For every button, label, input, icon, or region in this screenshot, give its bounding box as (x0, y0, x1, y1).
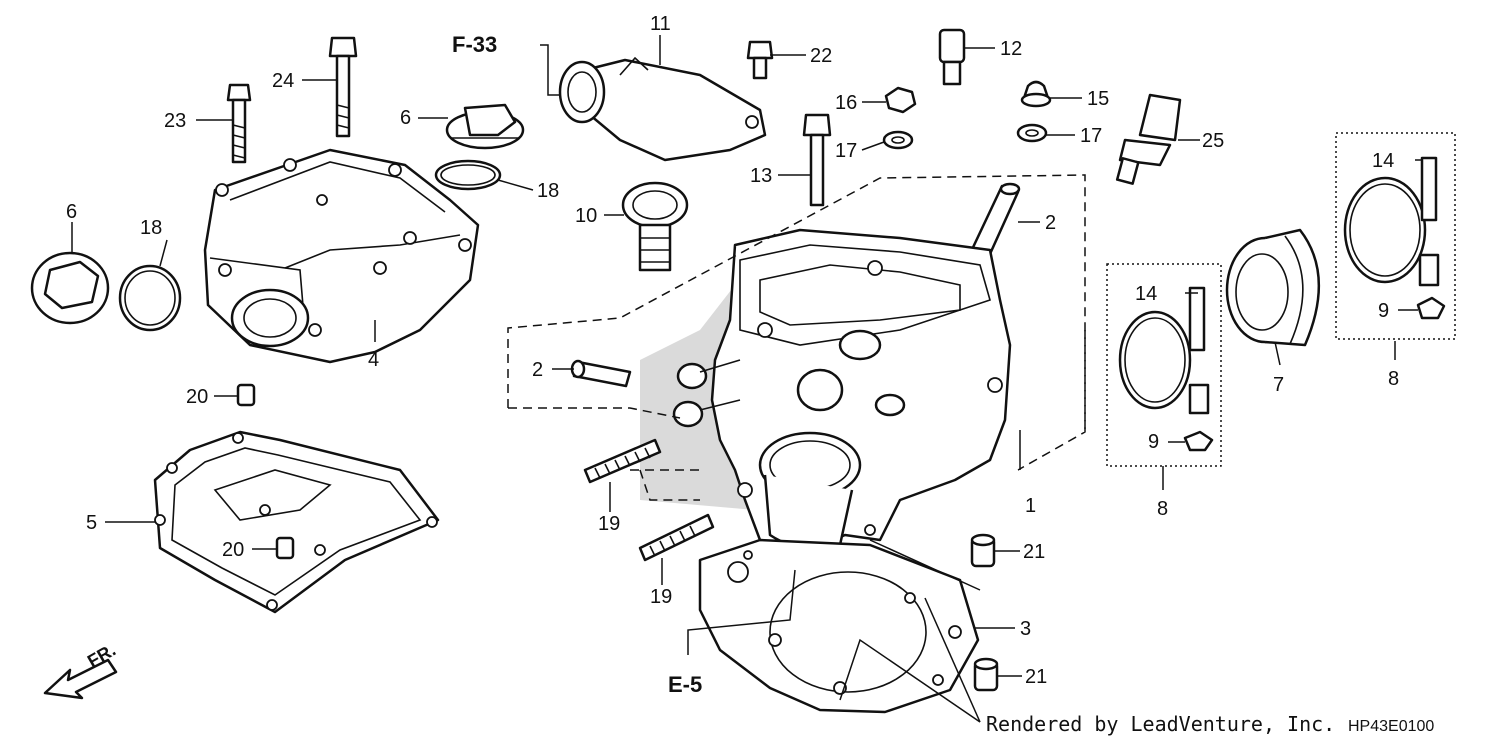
o-ring-18-left (118, 264, 182, 332)
part-label: 5 (86, 512, 97, 534)
stud-bolt-19-upper (583, 438, 662, 484)
part-label: 13 (750, 165, 772, 187)
bolt-24 (328, 36, 358, 138)
washer-17-right (1016, 123, 1048, 143)
band-kit-8-left (1106, 263, 1222, 467)
dowel-pin-21-lower (973, 657, 999, 692)
cover-gasket (153, 430, 440, 614)
part-label: 9 (1378, 300, 1389, 322)
part-label: 8 (1388, 368, 1399, 390)
band-kit-8-right (1335, 132, 1456, 340)
part-label: 19 (598, 513, 620, 535)
spark-plug (1115, 93, 1182, 185)
cap-nut-15 (1020, 80, 1052, 108)
dowel-pin-20-bottom (275, 536, 295, 560)
part-label: 4 (368, 349, 379, 371)
part-label: 17 (835, 140, 857, 162)
part-label: 25 (1202, 130, 1224, 152)
nut-16 (884, 86, 917, 114)
part-label: 1 (1025, 495, 1036, 517)
part-label: 15 (1087, 88, 1109, 110)
guide-pipe-2-left (570, 359, 632, 388)
part-label: 18 (140, 217, 162, 239)
dowel-pin-20-top (236, 383, 256, 407)
cylinder-head-gasket (698, 538, 980, 714)
part-label: 14 (1372, 150, 1394, 172)
part-label: 17 (1080, 125, 1102, 147)
part-label: 19 (650, 586, 672, 608)
part-label: 3 (1020, 618, 1031, 640)
cylinder-head (640, 228, 1012, 572)
thermostat-housing-cover (558, 56, 767, 162)
part-label: 9 (1148, 431, 1159, 453)
cylinder-head-cover (203, 148, 480, 364)
part-label: 6 (66, 201, 77, 223)
part-label: 21 (1023, 541, 1045, 563)
diagram-code: HP43E0100 (1348, 718, 1434, 735)
credit-text: Rendered by LeadVenture, Inc. (986, 712, 1335, 736)
assembly-lines (507, 174, 1086, 501)
thermostat (621, 181, 689, 272)
part-label: 2 (532, 359, 543, 381)
part-label: 12 (1000, 38, 1022, 60)
part-label: 14 (1135, 283, 1157, 305)
part-label: 8 (1157, 498, 1168, 520)
bolt-23 (226, 83, 252, 164)
part-label: 20 (186, 386, 208, 408)
part-label: 2 (1045, 212, 1056, 234)
reference-e5: E-5 (668, 672, 702, 697)
dowel-pin-21-upper (970, 533, 996, 568)
o-ring-18-top (434, 159, 502, 191)
part-label: 21 (1025, 666, 1047, 688)
temperature-sensor (938, 28, 966, 86)
part-label: 22 (810, 45, 832, 67)
leader-lines (71, 35, 1422, 723)
part-label: 11 (650, 13, 671, 35)
bolt-22 (746, 40, 774, 80)
part-label: 6 (400, 107, 411, 129)
part-labels: 1 2 2 3 4 5 6 6 7 8 8 9 9 10 11 12 13 14… (66, 13, 1399, 688)
part-label: 10 (575, 205, 597, 227)
carburetor-insulator (1225, 228, 1320, 347)
stud-bolt-19-lower (638, 513, 715, 562)
part-label: 18 (537, 180, 559, 202)
guide-pipe-2-upper (966, 182, 1021, 267)
part-label: 7 (1273, 374, 1284, 396)
reference-f33: F-33 (452, 32, 497, 57)
washer-17-left (882, 130, 914, 150)
part-label: 23 (164, 110, 186, 132)
front-direction-arrow-icon (43, 658, 118, 700)
part-label: 20 (222, 539, 244, 561)
oil-filler-cap-left (30, 251, 110, 325)
part-label: 24 (272, 70, 294, 92)
bolt-13 (802, 113, 832, 207)
part-label: 16 (835, 92, 857, 114)
oil-filler-cap-top (445, 103, 525, 150)
